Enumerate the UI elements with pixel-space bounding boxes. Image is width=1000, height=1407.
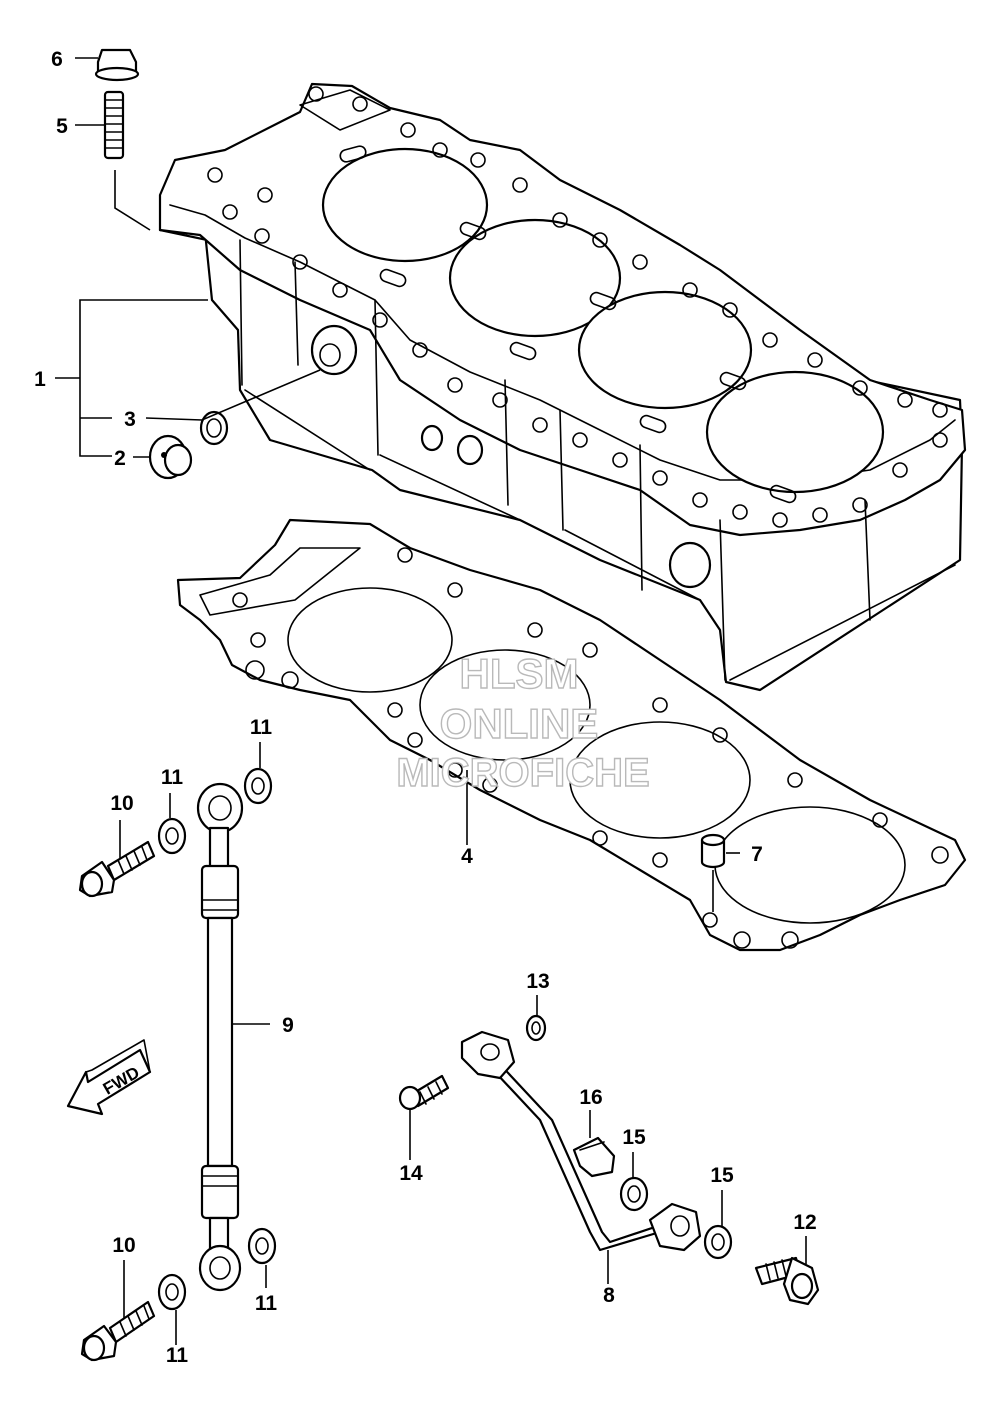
- pipe-bolt[interactable]: [398, 1074, 450, 1111]
- flange-nut[interactable]: [94, 48, 140, 82]
- washer-11-left-bottom[interactable]: [157, 1273, 187, 1311]
- callout-2: 2: [114, 447, 126, 470]
- stud-bolt[interactable]: [103, 90, 125, 160]
- washer-13[interactable]: [525, 1014, 547, 1042]
- forward-arrow-icon: [66, 1048, 152, 1116]
- callout-4: 4: [461, 845, 473, 868]
- callout-8: 8: [603, 1284, 615, 1307]
- callout-15-left: 15: [622, 1126, 646, 1149]
- pipe-clamp[interactable]: [572, 1136, 616, 1178]
- callout-12: 12: [793, 1211, 816, 1234]
- callout-11-top: 11: [250, 716, 273, 739]
- union-bolt-12[interactable]: [754, 1256, 820, 1306]
- washer-15-right[interactable]: [703, 1224, 733, 1260]
- callout-7: 7: [751, 843, 763, 866]
- washer-11-right-bottom[interactable]: [247, 1227, 277, 1265]
- callout-10-lower: 10: [112, 1234, 135, 1257]
- oil-plug[interactable]: [148, 434, 193, 480]
- callout-11-left-top: 11: [161, 766, 184, 789]
- washer-11-left-top[interactable]: [157, 817, 187, 855]
- watermark-line-1: HLSM: [460, 650, 579, 697]
- oil-pipe[interactable]: [460, 1030, 702, 1252]
- callout-13: 13: [526, 970, 549, 993]
- callout-10-upper: 10: [110, 792, 133, 815]
- callout-14: 14: [399, 1162, 423, 1185]
- washer-15-left[interactable]: [619, 1176, 649, 1212]
- watermark: HLSM ONLINE MICROFICHE: [396, 649, 651, 795]
- oil-hose[interactable]: [196, 782, 244, 1292]
- cylinder-gasket[interactable]: [176, 518, 967, 952]
- callout-6: 6: [51, 48, 63, 71]
- callout-9: 9: [282, 1014, 294, 1037]
- callout-5: 5: [56, 115, 68, 138]
- callout-16: 16: [579, 1086, 602, 1109]
- dowel-pin[interactable]: [700, 833, 726, 869]
- watermark-line-3: MICROFICHE: [396, 751, 649, 795]
- callout-15-right: 15: [710, 1164, 734, 1187]
- callout-11-left-bottom: 11: [166, 1344, 189, 1367]
- watermark-line-2: ONLINE: [440, 700, 599, 747]
- o-ring[interactable]: [199, 410, 229, 446]
- union-bolt-lower[interactable]: [80, 1300, 156, 1362]
- callouts: 1 2 3 4 5 6 7 8 9 10 10 11 11 11 11 12 1…: [34, 48, 817, 1367]
- callout-3: 3: [124, 408, 136, 431]
- callout-1: 1: [34, 368, 46, 391]
- leader-lines: [55, 57, 807, 1345]
- cylinder-block[interactable]: [158, 82, 967, 692]
- fwd-marker: FWD: [66, 1039, 152, 1116]
- washer-11-top[interactable]: [243, 767, 273, 805]
- union-bolt-upper[interactable]: [78, 840, 156, 898]
- callout-11-right-bottom: 11: [255, 1292, 278, 1315]
